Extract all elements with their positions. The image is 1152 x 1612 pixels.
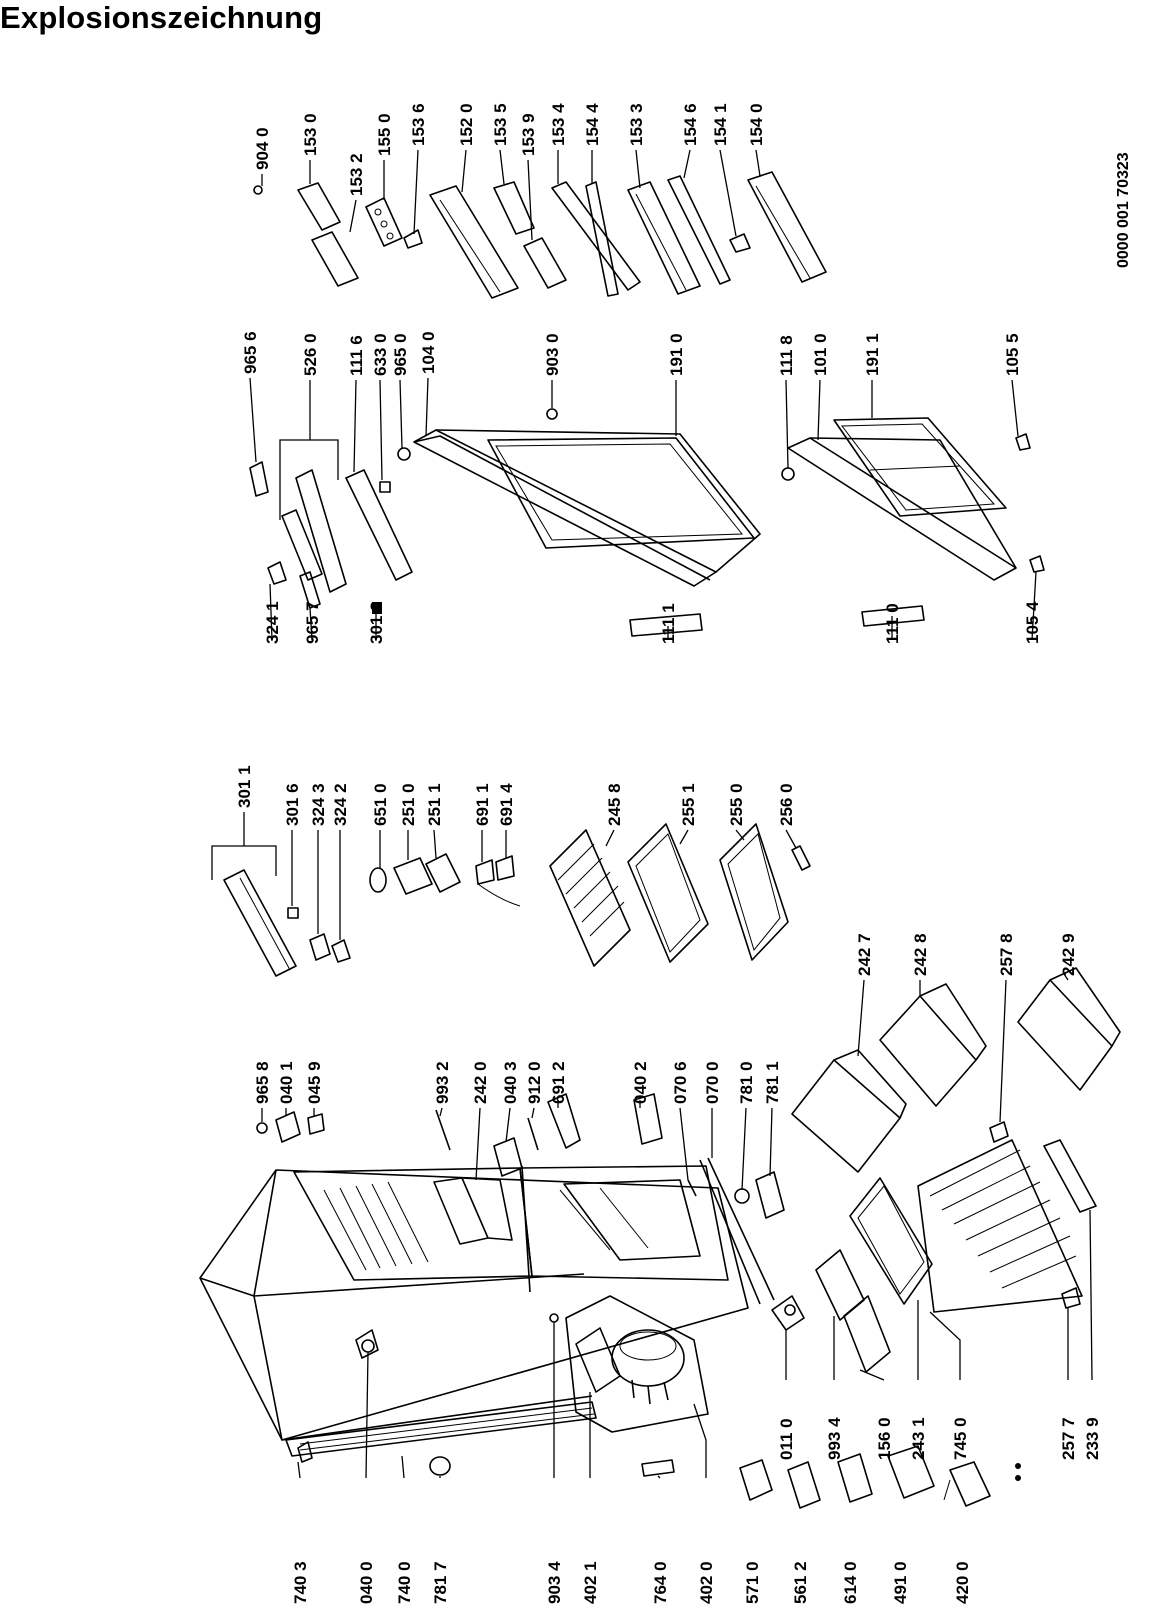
- part-label-9030: 903 0: [543, 333, 562, 376]
- part-label-1530: 153 0: [301, 113, 320, 156]
- part-label-9934: 993 4: [825, 1417, 844, 1460]
- cabinet-top-parts: [256, 1093, 785, 1219]
- part-label-0700: 070 0: [703, 1061, 722, 1104]
- part-label-4021: 402 1: [581, 1561, 600, 1604]
- part-label-1054: 105 4: [1023, 601, 1042, 644]
- part-label-7810: 781 0: [737, 1061, 756, 1104]
- document-number: 0000 001 70323: [1115, 152, 1132, 268]
- part-label-1550: 155 0: [375, 113, 394, 156]
- part-label-6330: 633 0: [371, 333, 390, 376]
- part-label-9657: 965 7: [303, 601, 322, 644]
- part-label-7400: 740 0: [395, 1561, 414, 1604]
- part-label-7811: 781 1: [763, 1061, 782, 1104]
- part-label-9040: 904 0: [253, 127, 272, 170]
- part-label-0403: 040 3: [501, 1061, 520, 1104]
- part-label-1116: 111 6: [347, 335, 366, 376]
- part-label-1544: 154 4: [583, 103, 602, 146]
- part-label-1536: 153 6: [409, 103, 428, 146]
- part-label-1539: 153 9: [519, 113, 538, 156]
- part-label-6912: 691 2: [549, 1061, 568, 1104]
- part-label-7640: 764 0: [651, 1561, 670, 1604]
- part-label-1535: 153 5: [491, 103, 510, 146]
- part-label-6914: 691 4: [497, 783, 516, 826]
- part-label-1560: 156 0: [875, 1417, 894, 1460]
- part-label-9656: 965 6: [241, 331, 260, 374]
- part-label-6911: 691 1: [473, 783, 492, 826]
- door-assemblies-group: [249, 408, 1045, 637]
- part-label-1055: 105 5: [1003, 333, 1022, 376]
- drawers-group: [771, 967, 1121, 1373]
- part-label-3243: 324 3: [309, 783, 328, 826]
- part-label-1532: 153 2: [347, 153, 366, 196]
- part-label-7817: 781 7: [431, 1561, 450, 1604]
- part-label-1110: 111 0: [883, 603, 902, 644]
- part-label-2429: 242 9: [1059, 933, 1078, 976]
- part-label-1111: 111 1: [659, 603, 678, 644]
- part-label-9658: 965 8: [253, 1061, 272, 1104]
- part-label-0402: 040 2: [631, 1061, 650, 1104]
- part-label-9650: 965 0: [391, 333, 410, 376]
- part-label-6140: 614 0: [841, 1561, 860, 1604]
- page-title: Explosionszeichnung: [0, 0, 323, 35]
- part-label-1910: 191 0: [667, 333, 686, 376]
- electrical-parts-group: [297, 1441, 1021, 1509]
- part-label-1911: 191 1: [863, 333, 882, 376]
- part-label-2551: 255 1: [679, 783, 698, 826]
- part-label-0110: 011 0: [777, 1418, 796, 1460]
- part-label-2578: 257 8: [997, 933, 1016, 976]
- part-label-3011: 301 1: [235, 765, 254, 808]
- part-label-1010: 101 0: [811, 333, 830, 376]
- part-label-7450: 745 0: [951, 1417, 970, 1460]
- part-label-3016: 301 6: [283, 783, 302, 826]
- part-label-2510: 251 0: [399, 783, 418, 826]
- part-label-2420: 242 0: [471, 1061, 490, 1104]
- part-label-1546: 154 6: [681, 103, 700, 146]
- leader-lines: [211, 149, 1093, 1479]
- part-label-2427: 242 7: [855, 933, 874, 976]
- part-label-5710: 571 0: [743, 1561, 762, 1604]
- part-label-5260: 526 0: [301, 333, 320, 376]
- part-label-2577: 257 7: [1059, 1417, 1078, 1460]
- shelves-group: [223, 823, 811, 977]
- part-label-1533: 153 3: [627, 103, 646, 146]
- part-label-2560: 256 0: [777, 783, 796, 826]
- part-label-0400: 040 0: [357, 1561, 376, 1604]
- part-label-3241: 324 1: [263, 601, 282, 644]
- part-label-4200: 420 0: [953, 1561, 972, 1604]
- part-label-1541: 154 1: [711, 103, 730, 146]
- part-label-2458: 245 8: [605, 783, 624, 826]
- part-label-9120: 912 0: [525, 1061, 544, 1104]
- part-label-1540: 154 0: [747, 103, 766, 146]
- part-label-0459: 045 9: [305, 1061, 324, 1104]
- part-label-2428: 242 8: [911, 933, 930, 976]
- part-label-1534: 153 4: [549, 103, 568, 146]
- door-accessories-group: [253, 171, 827, 299]
- part-label-2511: 251 1: [425, 783, 444, 826]
- part-label-1520: 152 0: [457, 103, 476, 146]
- cabinet-body-group: [199, 1157, 775, 1457]
- part-label-6510: 651 0: [371, 783, 390, 826]
- part-label-7403: 740 3: [291, 1561, 310, 1604]
- part-label-0401: 040 1: [277, 1061, 296, 1104]
- part-label-1040: 104 0: [419, 331, 438, 374]
- part-label-0706: 070 6: [671, 1061, 690, 1104]
- part-label-2431: 243 1: [909, 1417, 928, 1460]
- part-label-2339: 233 9: [1083, 1417, 1102, 1460]
- part-label-3018: 301 8: [367, 601, 386, 644]
- part-label-5612: 561 2: [791, 1561, 810, 1604]
- part-label-9034: 903 4: [545, 1561, 564, 1604]
- part-label-4020: 402 0: [697, 1561, 716, 1604]
- part-label-4910: 491 0: [891, 1561, 910, 1604]
- part-label-3242: 324 2: [331, 783, 350, 826]
- part-label-2550: 255 0: [727, 783, 746, 826]
- part-label-1118: 111 8: [777, 335, 796, 376]
- part-labels: 904 0 153 0 153 2 155 0 153 6 152 0 153 5 153 9…: [235, 103, 1102, 1604]
- part-label-9932: 993 2: [433, 1061, 452, 1104]
